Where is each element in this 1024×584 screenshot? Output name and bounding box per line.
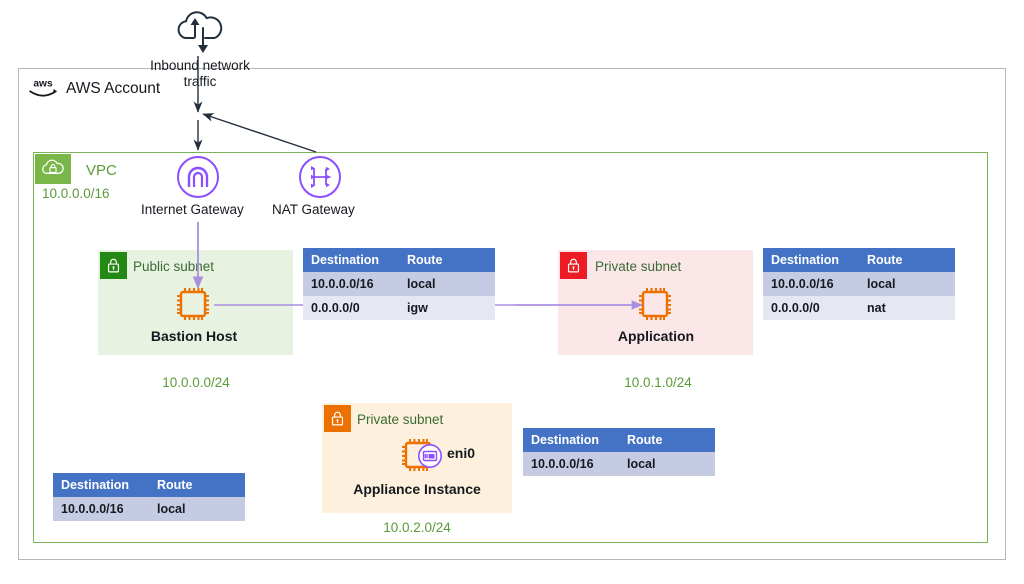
nat-gateway-icon[interactable]: [298, 155, 342, 199]
table-row: 10.0.0.0/16 local: [523, 452, 715, 476]
ec2-instance-icon-application[interactable]: [634, 283, 676, 325]
route-destination: 10.0.0.0/16: [303, 272, 399, 296]
elastic-network-interface-icon[interactable]: [417, 443, 443, 469]
inbound-traffic-label: Inbound network traffic: [150, 58, 250, 89]
internet-gateway-icon[interactable]: [176, 155, 220, 199]
appliance-subnet-box: [322, 403, 512, 513]
route-target: local: [859, 272, 955, 296]
application-subnet-title: Private subnet: [595, 259, 682, 274]
route-table-header-route: Route: [149, 473, 245, 497]
svg-text:aws: aws: [33, 78, 53, 89]
vpc-label: VPC: [86, 162, 117, 179]
application-subnet-cidr: 10.0.1.0/24: [624, 375, 692, 390]
public-subnet-route-table: Destination Route 10.0.0.0/16 local 0.0.…: [303, 248, 495, 320]
route-table-header-destination: Destination: [763, 248, 859, 272]
appliance-subnet-title: Private subnet: [357, 412, 444, 427]
nat-gateway-label: NAT Gateway: [272, 202, 355, 217]
eni0-label: eni0: [447, 445, 476, 461]
aws-logo-icon: aws: [26, 74, 60, 102]
route-destination: 10.0.0.0/16: [523, 452, 619, 476]
appliance-instance-label: Appliance Instance: [353, 481, 481, 497]
vpc-main-route-table: Destination Route 10.0.0.0/16 local: [53, 473, 245, 521]
padlock-icon-application: [560, 252, 587, 279]
table-row: 0.0.0.0/0 nat: [763, 296, 955, 320]
route-destination: 10.0.0.0/16: [53, 497, 149, 521]
application-subnet-route-table: Destination Route 10.0.0.0/16 local 0.0.…: [763, 248, 955, 320]
route-target: nat: [859, 296, 955, 320]
vpc-cloud-lock-icon: [35, 154, 71, 184]
route-table-header-route: Route: [399, 248, 495, 272]
aws-account-label: AWS Account: [66, 80, 161, 97]
route-table-header-destination: Destination: [523, 428, 619, 452]
table-row: 10.0.0.0/16 local: [303, 272, 495, 296]
appliance-subnet-cidr: 10.0.2.0/24: [383, 520, 451, 535]
table-row: 0.0.0.0/0 igw: [303, 296, 495, 320]
route-table-header-route: Route: [859, 248, 955, 272]
bastion-host-label: Bastion Host: [150, 328, 238, 344]
route-target: local: [399, 272, 495, 296]
route-target: local: [149, 497, 245, 521]
padlock-icon-public: [100, 252, 127, 279]
table-row: 10.0.0.0/16 local: [763, 272, 955, 296]
route-table-header-destination: Destination: [53, 473, 149, 497]
route-target: local: [619, 452, 715, 476]
application-label: Application: [617, 328, 695, 344]
route-destination: 0.0.0.0/0: [303, 296, 399, 320]
ec2-instance-icon-bastion[interactable]: [172, 283, 214, 325]
public-subnet-title: Public subnet: [133, 259, 215, 274]
internet-gateway-label: Internet Gateway: [141, 202, 244, 217]
cloud-inbound-outbound-icon: [172, 8, 226, 56]
route-table-header-destination: Destination: [303, 248, 399, 272]
route-target: igw: [399, 296, 495, 320]
appliance-subnet-route-table: Destination Route 10.0.0.0/16 local: [523, 428, 715, 476]
table-row: 10.0.0.0/16 local: [53, 497, 245, 521]
vpc-cidr-label: 10.0.0.0/16: [42, 186, 110, 201]
padlock-icon-appliance: [324, 405, 351, 432]
route-table-header-route: Route: [619, 428, 715, 452]
public-subnet-box: [98, 250, 293, 355]
public-subnet-cidr: 10.0.0.0/24: [162, 375, 230, 390]
route-destination: 0.0.0.0/0: [763, 296, 859, 320]
route-destination: 10.0.0.0/16: [763, 272, 859, 296]
application-subnet-box: [558, 250, 753, 355]
